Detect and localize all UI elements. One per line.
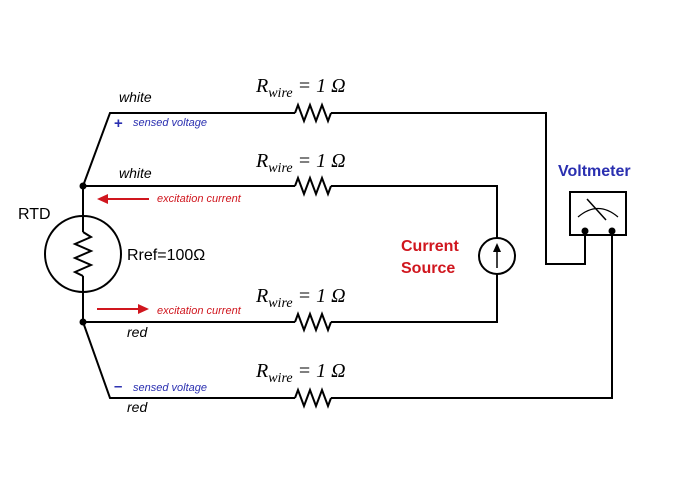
lead-1-wire (82, 102, 586, 265)
bottom-junction-dot (79, 318, 87, 326)
lead-3-note: excitation current (157, 305, 242, 317)
lead-2-wire (83, 175, 498, 238)
excitation-arrow-left (97, 194, 149, 204)
lead-3-color-label: red (127, 324, 148, 340)
lead-1-note: sensed voltage (133, 117, 207, 129)
analog-meter-icon (569, 191, 627, 236)
lead-1-color-label: white (119, 89, 152, 105)
lead-4-note: sensed voltage (133, 382, 207, 394)
lead-2-color-label: white (119, 165, 152, 181)
rwire-label-2: Rwire= 1 Ω (255, 150, 346, 176)
rtd-label: RTD (18, 206, 51, 223)
lead-4-color-label: red (127, 399, 148, 415)
top-junction-dot (79, 182, 87, 190)
lead-3-wire (83, 274, 498, 333)
rwire-label-1: Rwire= 1 Ω (255, 75, 346, 101)
current-source-label-line1: Current (401, 238, 459, 255)
rwire-label-3: Rwire= 1 Ω (255, 285, 346, 311)
lead-2-note: excitation current (157, 193, 242, 205)
rwire-label-4: Rwire= 1 Ω (255, 360, 346, 386)
lead-1-sign: + (114, 115, 123, 132)
current-source-arrow-icon (478, 237, 516, 275)
voltmeter-label: Voltmeter (558, 163, 631, 180)
rref-label: Rref=100Ω (127, 247, 205, 264)
excitation-arrow-right (97, 304, 149, 314)
lead-4-wire (82, 233, 613, 409)
lead-4-sign: – (114, 378, 122, 395)
current-source-label-line2: Source (401, 260, 455, 277)
rtd-element (44, 182, 122, 326)
